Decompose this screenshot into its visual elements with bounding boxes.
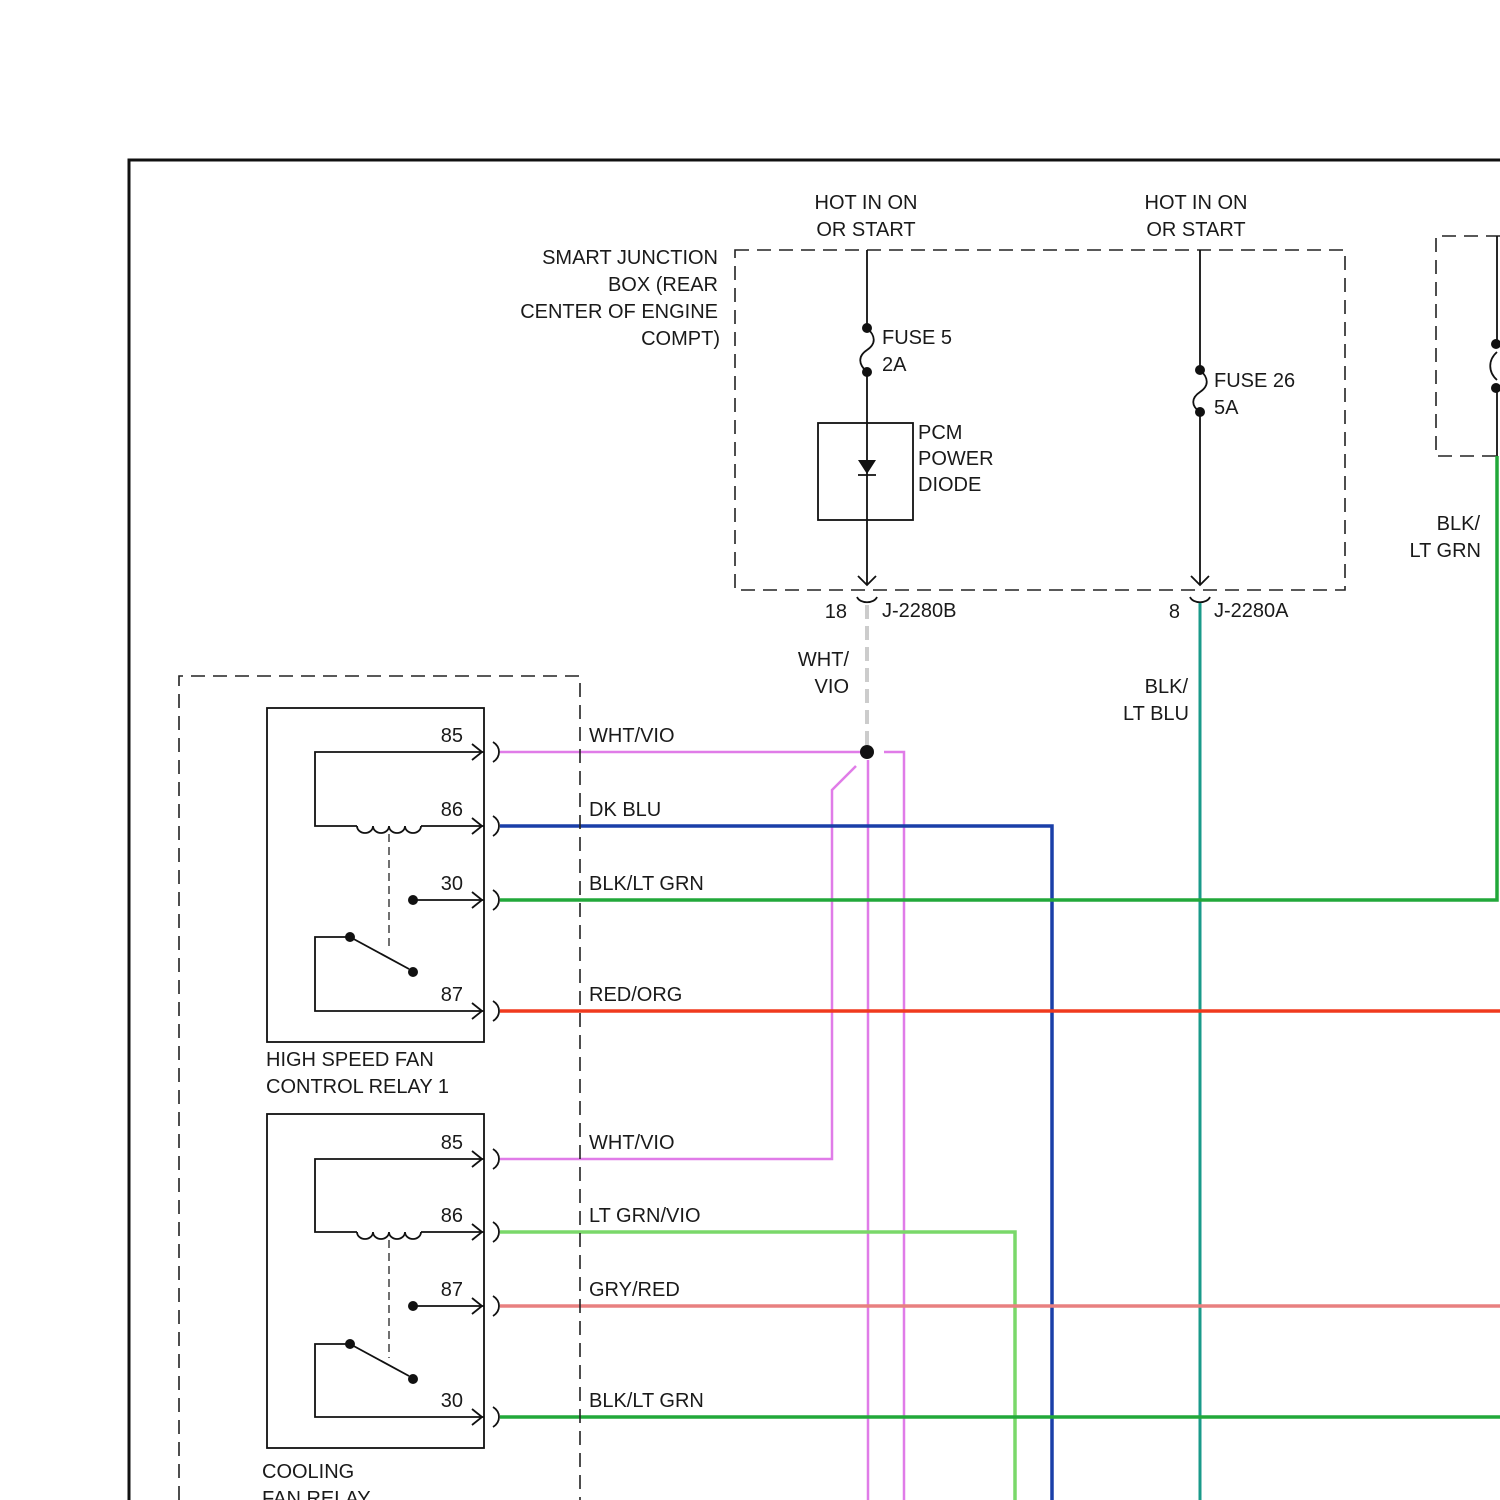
wire-label-blk-lt-blu-1: BLK/ xyxy=(1145,676,1189,698)
cooling-fan-relay xyxy=(267,1114,499,1448)
relay2-pin-87: 87 xyxy=(441,1279,463,1301)
relay1-name-line1: HIGH SPEED FAN xyxy=(266,1049,434,1071)
relay1-pin-87: 87 xyxy=(441,984,463,1006)
fuse-26-circuit xyxy=(1191,250,1209,585)
partial-fuse-right xyxy=(1490,236,1500,456)
wire-blk-lt-grn-relay1 xyxy=(500,456,1497,900)
high-speed-fan-control-relay-1 xyxy=(267,708,499,1042)
connector-j2280b-symbol xyxy=(857,597,877,602)
fuse-5-circuit xyxy=(858,250,876,585)
connector-j2280b-name: J-2280B xyxy=(882,600,957,622)
relay2-pin-30: 30 xyxy=(441,1390,463,1412)
relay2-wire-label-wht-vio: WHT/VIO xyxy=(589,1132,675,1154)
wire-label-wht-vio-vertical-2: VIO xyxy=(815,676,849,698)
wire-label-blk-lt-grn-vertical-1: BLK/ xyxy=(1437,513,1481,535)
relay1-wire-label-blk-lt-grn: BLK/LT GRN xyxy=(589,873,704,895)
diode-icon xyxy=(858,460,876,474)
relay1-pin-30: 30 xyxy=(441,873,463,895)
wire-dk-blu xyxy=(500,826,1052,1500)
relay1-wire-label-wht-vio: WHT/VIO xyxy=(589,725,675,747)
hot-in-on-label-right: HOT IN ON xyxy=(1145,192,1248,214)
wire-wht-vio-network xyxy=(500,752,904,1500)
or-start-label-left: OR START xyxy=(816,219,915,241)
relay2-pin-86: 86 xyxy=(441,1205,463,1227)
fuse-26-name: FUSE 26 xyxy=(1214,370,1295,392)
diode-label-1: PCM xyxy=(918,422,962,444)
junction-box-label-4: COMPT) xyxy=(641,328,720,350)
relay1-pin-86: 86 xyxy=(441,799,463,821)
junction-box-label-2: BOX (REAR xyxy=(608,274,718,296)
wire-label-blk-lt-grn-vertical-2: LT GRN xyxy=(1410,540,1482,562)
relay1-wire-label-dk-blu: DK BLU xyxy=(589,799,661,821)
relay2-wire-label-blk-lt-grn: BLK/LT GRN xyxy=(589,1390,704,1412)
diagram-frame xyxy=(129,160,1500,1500)
or-start-label-right: OR START xyxy=(1146,219,1245,241)
diode-label-2: POWER xyxy=(918,448,994,470)
junction-box-label-1: SMART JUNCTION xyxy=(542,247,718,269)
connector-j2280a-pin: 8 xyxy=(1169,601,1180,623)
fuse-5-rating: 2A xyxy=(882,354,907,376)
hot-in-on-label-left: HOT IN ON xyxy=(815,192,918,214)
wire-lt-grn-vio xyxy=(500,1232,1015,1500)
junction-box-label-3: CENTER OF ENGINE xyxy=(520,301,718,323)
relay1-wire-label-red-org: RED/ORG xyxy=(589,984,682,1006)
connector-j2280b-pin: 18 xyxy=(825,601,847,623)
fuse-5-name: FUSE 5 xyxy=(882,327,952,349)
relay2-wire-label-lt-grn-vio: LT GRN/VIO xyxy=(589,1205,701,1227)
wire-label-blk-lt-blu-2: LT BLU xyxy=(1123,703,1189,725)
relay2-pin-85: 85 xyxy=(441,1132,463,1154)
smart-junction-box-outline xyxy=(735,250,1345,590)
connector-j2280a-name: J-2280A xyxy=(1214,600,1289,622)
diode-label-3: DIODE xyxy=(918,474,981,496)
fuse-5-symbol xyxy=(860,328,874,372)
relay2-wire-label-gry-red: GRY/RED xyxy=(589,1279,680,1301)
relay2-name-line2: FAN RELAY xyxy=(262,1488,371,1500)
relay2-name-line1: COOLING xyxy=(262,1461,354,1483)
relay1-pin-85: 85 xyxy=(441,725,463,747)
partial-junction-box-right xyxy=(1436,236,1500,456)
splice-point xyxy=(860,745,874,759)
connector-j2280a-symbol xyxy=(1190,597,1210,602)
fuse-26-rating: 5A xyxy=(1214,397,1239,419)
relay1-name-line2: CONTROL RELAY 1 xyxy=(266,1076,449,1098)
fuse-26-symbol xyxy=(1193,370,1207,412)
wire-label-wht-vio-vertical-1: WHT/ xyxy=(798,649,850,671)
